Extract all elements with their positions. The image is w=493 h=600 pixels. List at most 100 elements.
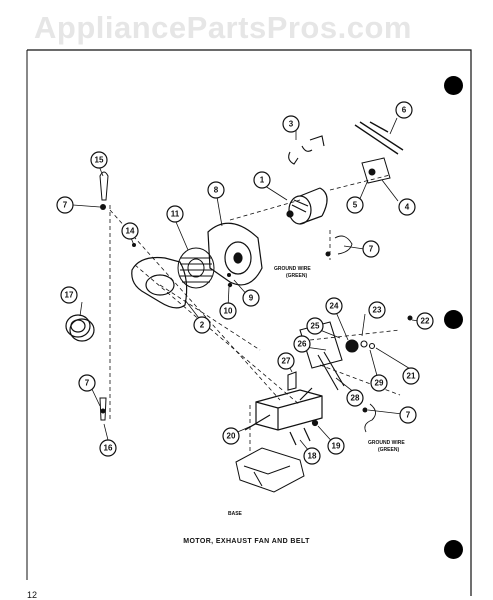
callout-17-text: 17 [65,291,74,300]
callout-10 [219,302,237,320]
callout-11-text: 11 [171,210,180,219]
callout-14 [121,222,139,240]
callout-7-c [78,374,96,392]
binder-hole-middle [444,310,463,329]
callout-25 [306,317,324,335]
assembly-line-d [229,199,301,221]
idler-assembly [287,321,376,391]
terminal-block [361,157,391,184]
callout-8-text: 8 [214,186,219,195]
screw-7-bottom [100,408,106,414]
callout-27 [277,352,295,370]
callout-28-text: 28 [351,394,360,403]
callout-20-text: 20 [227,432,236,441]
callout-14-text: 14 [126,227,135,236]
assembly-line-a [109,209,281,401]
belt-bracket [354,121,404,155]
callout-28 [346,389,364,407]
callout-1 [253,171,271,189]
callout-15 [90,151,108,169]
callout-1-text: 1 [260,176,265,185]
watermark-text: AppliancePartsPros.com [34,10,412,45]
callout-16 [99,439,117,457]
callout-19-text: 19 [332,442,341,451]
callout-11 [166,205,184,223]
callout-7c-text: 7 [85,379,90,388]
callout-4-text: 4 [405,203,410,212]
blower-housing [131,256,188,309]
callout-10-text: 10 [224,307,233,316]
callout-19 [327,437,345,455]
callout-6 [395,101,413,119]
screw-7-ground [325,251,331,257]
ground-wire-upper-label: GROUND WIRE [274,266,311,272]
washer-9 [227,273,231,277]
callout-29-text: 29 [375,379,384,388]
screw-7-top [100,204,106,210]
assembly-line-e [329,174,391,191]
callout-23-text: 23 [373,306,382,315]
page-number: 12 [27,590,38,600]
callout-7d-text: 7 [406,411,411,420]
callout-9 [242,289,260,307]
callout-20 [222,427,240,445]
assembly-line-i [319,364,401,396]
assembly-line-b [134,264,301,406]
callout-7-a [56,196,74,214]
motor-mount-bracket [244,387,323,446]
callout-21-text: 21 [407,372,416,381]
callout-12 [193,316,211,334]
callout-15-text: 15 [95,156,104,165]
callout-7-b [362,240,380,258]
binder-hole-bottom [444,540,463,559]
callout-23 [368,301,386,319]
screw-7-base [362,407,368,413]
callout-18 [303,447,321,465]
callout-17 [60,286,78,304]
assembly-line-h [309,329,401,341]
base-plate [235,447,305,493]
spring-clip-15 [99,171,109,201]
screw-10 [227,282,233,288]
callout-25-text: 25 [311,322,320,331]
callout-3 [282,115,300,133]
fan-shroud [207,222,263,286]
ground-wire-lower-label: GROUND WIRE [368,440,405,446]
clip-16 [99,397,107,421]
base-label: BASE [228,511,243,517]
callout-7a-text: 7 [63,201,68,210]
ground-wire-upper-color: (GREEN) [286,273,307,279]
callout-16-text: 16 [104,444,113,453]
callout-18-text: 18 [308,452,317,461]
callout-5-text: 5 [353,201,358,210]
grommet-ring [65,314,95,342]
callout-22-text: 22 [421,317,430,326]
binder-hole-top [444,76,463,95]
ground-wire-lower-color: (GREEN) [378,447,399,453]
callout-7b-text: 7 [369,245,374,254]
callout-5 [346,196,364,214]
callout-7-d [399,406,417,424]
blower-wheel [177,247,215,289]
figure-caption: MOTOR, EXHAUST FAN AND BELT [183,538,310,545]
callout-8 [207,181,225,199]
callout-24 [325,297,343,315]
callout-4 [398,198,416,216]
callout-29 [370,374,388,392]
assembly-line-c [159,284,261,351]
screw-22 [407,315,413,321]
callout-12-text: 2 [200,321,205,330]
callout-27-text: 27 [282,357,291,366]
ground-wire-upper [334,235,353,255]
callout-9-text: 9 [249,294,254,303]
callout-3-text: 3 [289,120,294,129]
callout-26-text: 26 [298,340,307,349]
callout-6-text: 6 [402,106,407,115]
callout-24-text: 24 [330,302,339,311]
callout-22 [416,312,434,330]
callout-21 [402,367,420,385]
ground-wire-lower [364,403,376,433]
callout-26 [293,335,311,353]
motor [286,187,328,225]
